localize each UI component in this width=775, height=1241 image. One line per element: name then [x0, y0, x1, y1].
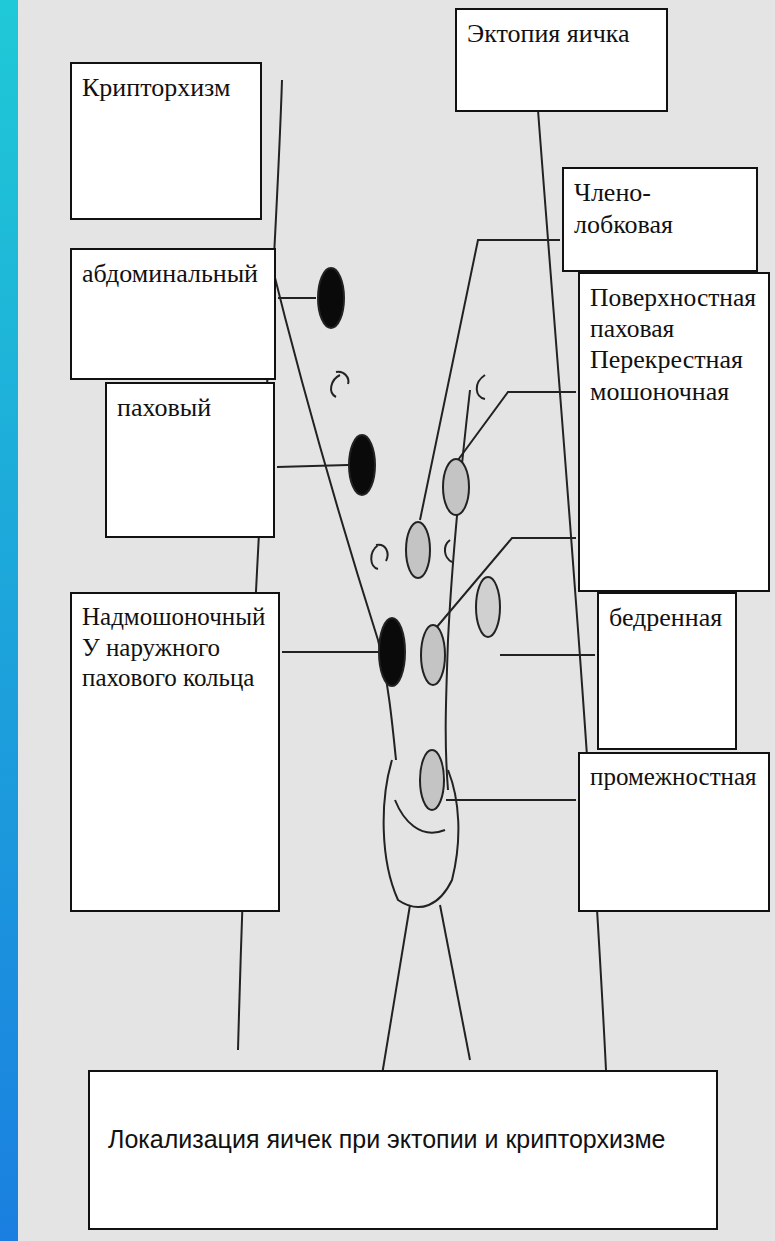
- category-box: Эктопия яичка: [455, 8, 668, 112]
- node-text: Крипторхизм: [82, 72, 250, 104]
- location-box: Поверхностная паховаяПерекрестная мошоно…: [578, 272, 770, 592]
- node-text: Надмошоночный У наружного пахового кольц…: [82, 602, 268, 694]
- location-box: Надмошоночный У наружного пахового кольц…: [70, 592, 280, 912]
- node-text: Поверхностная паховая: [590, 282, 758, 344]
- location-box: паховый: [105, 382, 275, 538]
- location-box: абдоминальный: [70, 248, 276, 380]
- node-text: Члено-лобковая: [574, 177, 746, 240]
- location-box: Члено-лобковая: [562, 167, 758, 272]
- location-box: бедренная: [597, 592, 737, 750]
- node-text: Локализация яичек при эктопии и крипторх…: [108, 1124, 706, 1155]
- node-text: паховый: [117, 392, 263, 424]
- node-text: абдоминальный: [82, 258, 264, 290]
- node-text: Эктопия яичка: [467, 18, 656, 50]
- node-text: бедренная: [609, 602, 725, 634]
- side-strip: [0, 0, 18, 1241]
- node-text: Перекрестная мошоночная: [590, 344, 758, 407]
- node-text: промежностная: [590, 762, 758, 793]
- caption-box: Локализация яичек при эктопии и крипторх…: [88, 1070, 718, 1230]
- location-box: промежностная: [578, 752, 770, 912]
- category-box: Крипторхизм: [70, 62, 262, 220]
